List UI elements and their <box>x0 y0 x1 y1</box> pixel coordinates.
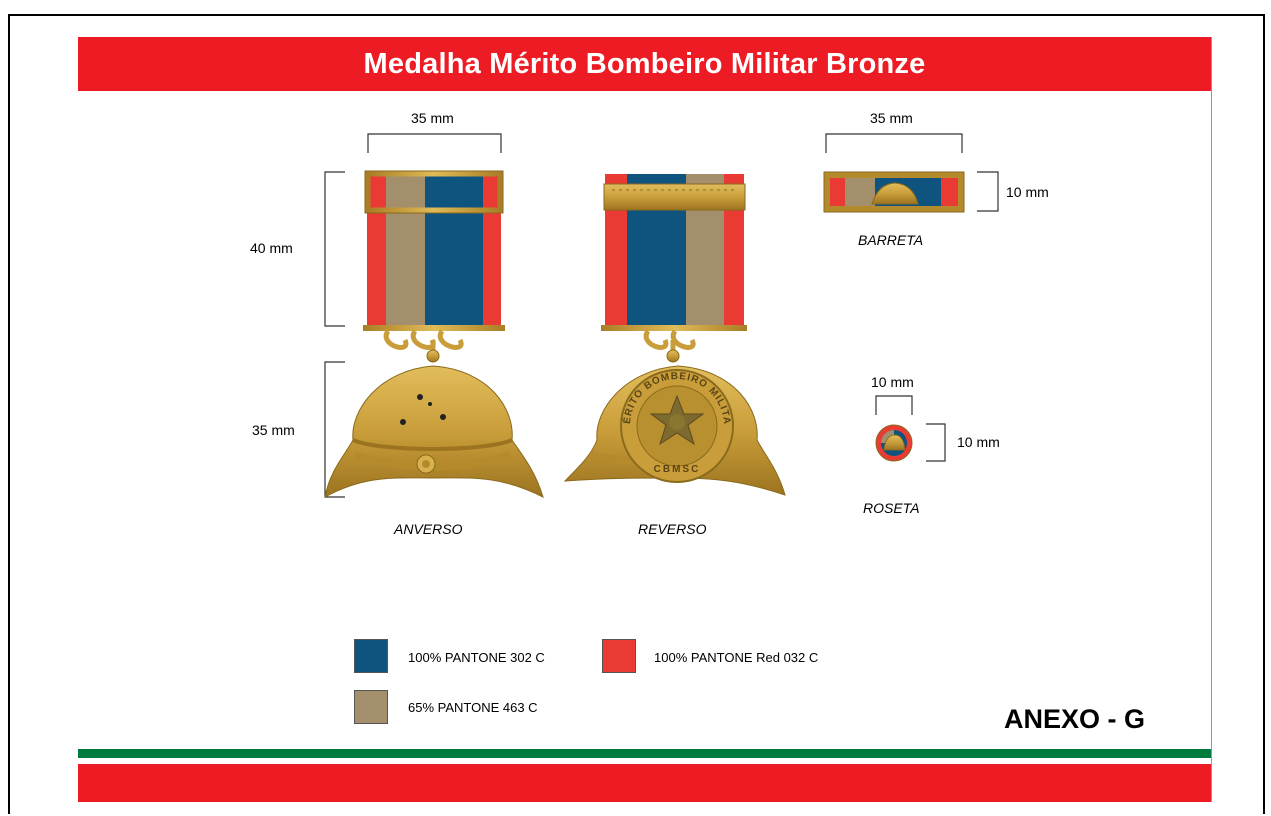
reverso-ribbon <box>601 174 747 331</box>
page-frame <box>8 14 1265 814</box>
roseta-height-bracket <box>926 423 946 462</box>
anverso-ribbon-height-label: 40 mm <box>250 240 293 256</box>
anverso-medal-height-bracket <box>324 361 345 498</box>
header-bar: Medalha Mérito Bombeiro Militar Bronze <box>78 37 1211 91</box>
roseta-height-label: 10 mm <box>957 434 1000 450</box>
barreta-height-bracket <box>977 171 999 212</box>
roseta <box>875 424 913 462</box>
legend-label-pantone-red-032: 100% PANTONE Red 032 C <box>654 650 819 665</box>
anverso-ribbon-height-bracket <box>324 171 345 327</box>
anverso-helmet <box>324 365 544 498</box>
barreta-width-bracket <box>825 133 963 153</box>
anverso-width-label: 35 mm <box>411 110 454 126</box>
page-title: Medalha Mérito Bombeiro Militar Bronze <box>363 47 926 80</box>
legend-label-pantone-302: 100% PANTONE 302 C <box>408 650 545 665</box>
anverso-medal-height-label: 35 mm <box>252 422 295 438</box>
barreta-caption: BARRETA <box>858 232 924 248</box>
legend-swatch-pantone-463 <box>354 690 388 724</box>
legend-swatch-pantone-red-032 <box>602 639 636 673</box>
svg-text:MÉRITO BOMBEIRO MILITAR: MÉRITO BOMBEIRO MILITAR <box>0 0 732 426</box>
footer-red-stripe <box>78 764 1211 802</box>
reverso-caption: REVERSO <box>638 521 707 537</box>
reverso-helmet <box>563 365 786 496</box>
anverso-ribbon <box>363 170 505 331</box>
annex-label: ANEXO - G <box>1004 704 1146 734</box>
anverso-caption: ANVERSO <box>394 521 463 537</box>
barreta-width-label: 35 mm <box>870 110 913 126</box>
right-rule <box>1211 37 1212 802</box>
barreta-ribbon <box>823 171 965 213</box>
anverso-width-bracket <box>367 133 502 153</box>
medal-ring-text: MÉRITO BOMBEIRO MILITAR <box>0 0 731 426</box>
legend-swatch-pantone-302 <box>354 639 388 673</box>
barreta-height-label: 10 mm <box>1006 184 1049 200</box>
roseta-width-bracket <box>875 395 913 415</box>
footer-green-stripe <box>78 749 1211 758</box>
roseta-width-label: 10 mm <box>871 374 914 390</box>
legend-label-pantone-463: 65% PANTONE 463 C <box>408 700 538 715</box>
medal-bottom-text: CBMSC <box>654 464 701 475</box>
roseta-caption: ROSETA <box>863 500 920 516</box>
